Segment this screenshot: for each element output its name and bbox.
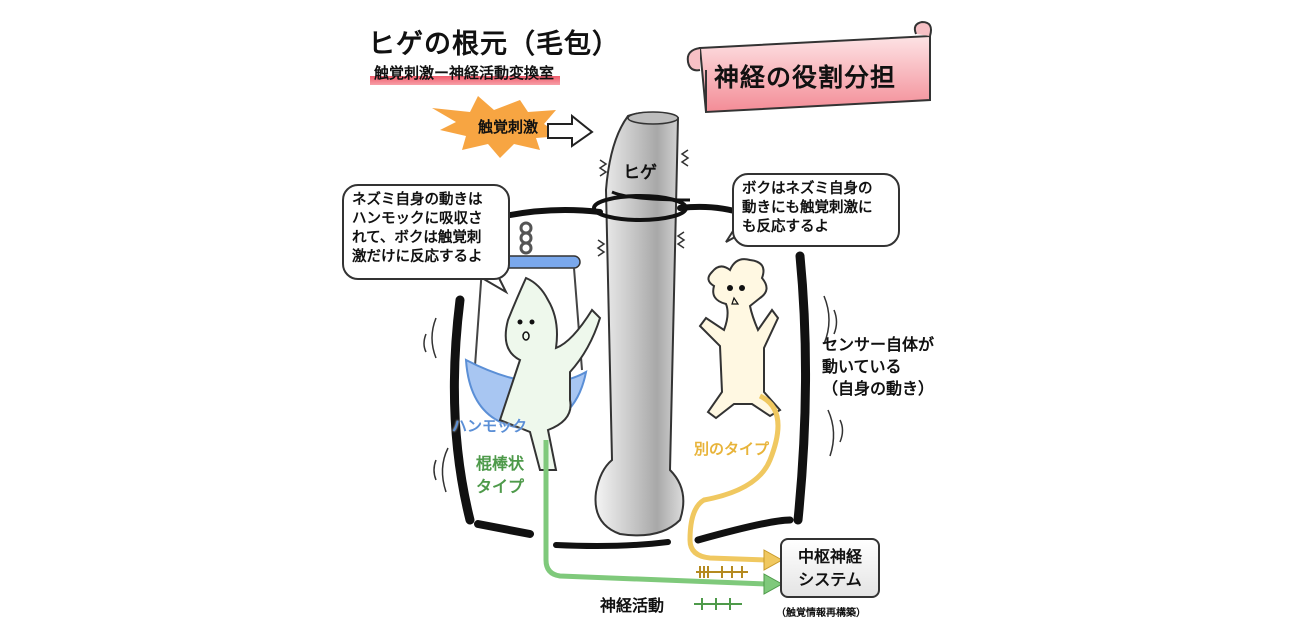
banner-scroll (686, 20, 932, 114)
sensor-motion-note: センサー自体が 動いている （自身の動き） (822, 334, 934, 400)
rod-type-character (498, 276, 602, 471)
page-title: ヒゲの根元（毛包） (368, 29, 620, 60)
rod-type-spikes (694, 598, 742, 610)
bubble-line: ボクはネズミ自身の (742, 181, 873, 197)
bubble-line: ハンモックに吸収さ (352, 211, 483, 227)
hammock-label: ハンモック (452, 417, 528, 435)
rod-type-label: 棍棒状 タイプ (476, 452, 524, 498)
bubble-line: も反応するよ (742, 219, 829, 235)
whisker-label: ヒゲ (623, 163, 657, 183)
central-nervous-system-box: 中枢神経 システム (780, 538, 880, 598)
bubble-line: 激だけに反応するよ (352, 249, 483, 265)
sensor-note-line: センサー自体が (822, 335, 935, 354)
bubble-left-tail (481, 275, 509, 295)
page-subtitle: 触覚刺激ー神経活動変換室 (370, 62, 561, 85)
sensor-note-line: （自身の動き） (822, 379, 935, 398)
stimulus-arrow-icon (547, 113, 594, 148)
other-type-label: 別のタイプ (694, 440, 770, 458)
speech-bubble-rod-type: ネズミ自身の動きは ハンモックに吸収さ れて、ボクは触覚刺 激だけに反応するよ (342, 184, 510, 280)
rod-type-label-line: 棍棒状 (476, 454, 525, 473)
banner-title: 神経の役割分担 (714, 63, 897, 92)
nerve-activity-label: 神経活動 (600, 596, 665, 615)
other-type-nerve-path (687, 393, 781, 563)
follicle-wall (449, 203, 811, 549)
cns-line: システム (798, 570, 862, 589)
stimulus-label: 触覚刺激 (478, 118, 539, 136)
whisker-hair (592, 111, 691, 537)
motion-marks (423, 295, 844, 493)
rod-type-nerve-path (543, 440, 767, 587)
bubble-line: ネズミ自身の動きは (352, 192, 483, 208)
stimulus-burst (432, 96, 562, 158)
rod-type-arrow-icon (763, 573, 784, 595)
other-type-character (698, 258, 782, 420)
rod-type-label-line: タイプ (476, 477, 525, 496)
bubble-line: 動きにも触覚刺激に (742, 200, 873, 216)
sensor-note-line: 動いている (822, 357, 902, 376)
cns-note: （触覚情報再構築） (776, 608, 866, 619)
other-type-arrow-icon (763, 549, 784, 571)
cns-line: 中枢神経 (797, 547, 862, 566)
speech-bubble-other-type: ボクはネズミ自身の 動きにも触覚刺激に も反応するよ (732, 173, 900, 247)
bubble-line: れて、ボクは触覚刺 (352, 230, 482, 246)
other-type-spikes (696, 566, 748, 578)
